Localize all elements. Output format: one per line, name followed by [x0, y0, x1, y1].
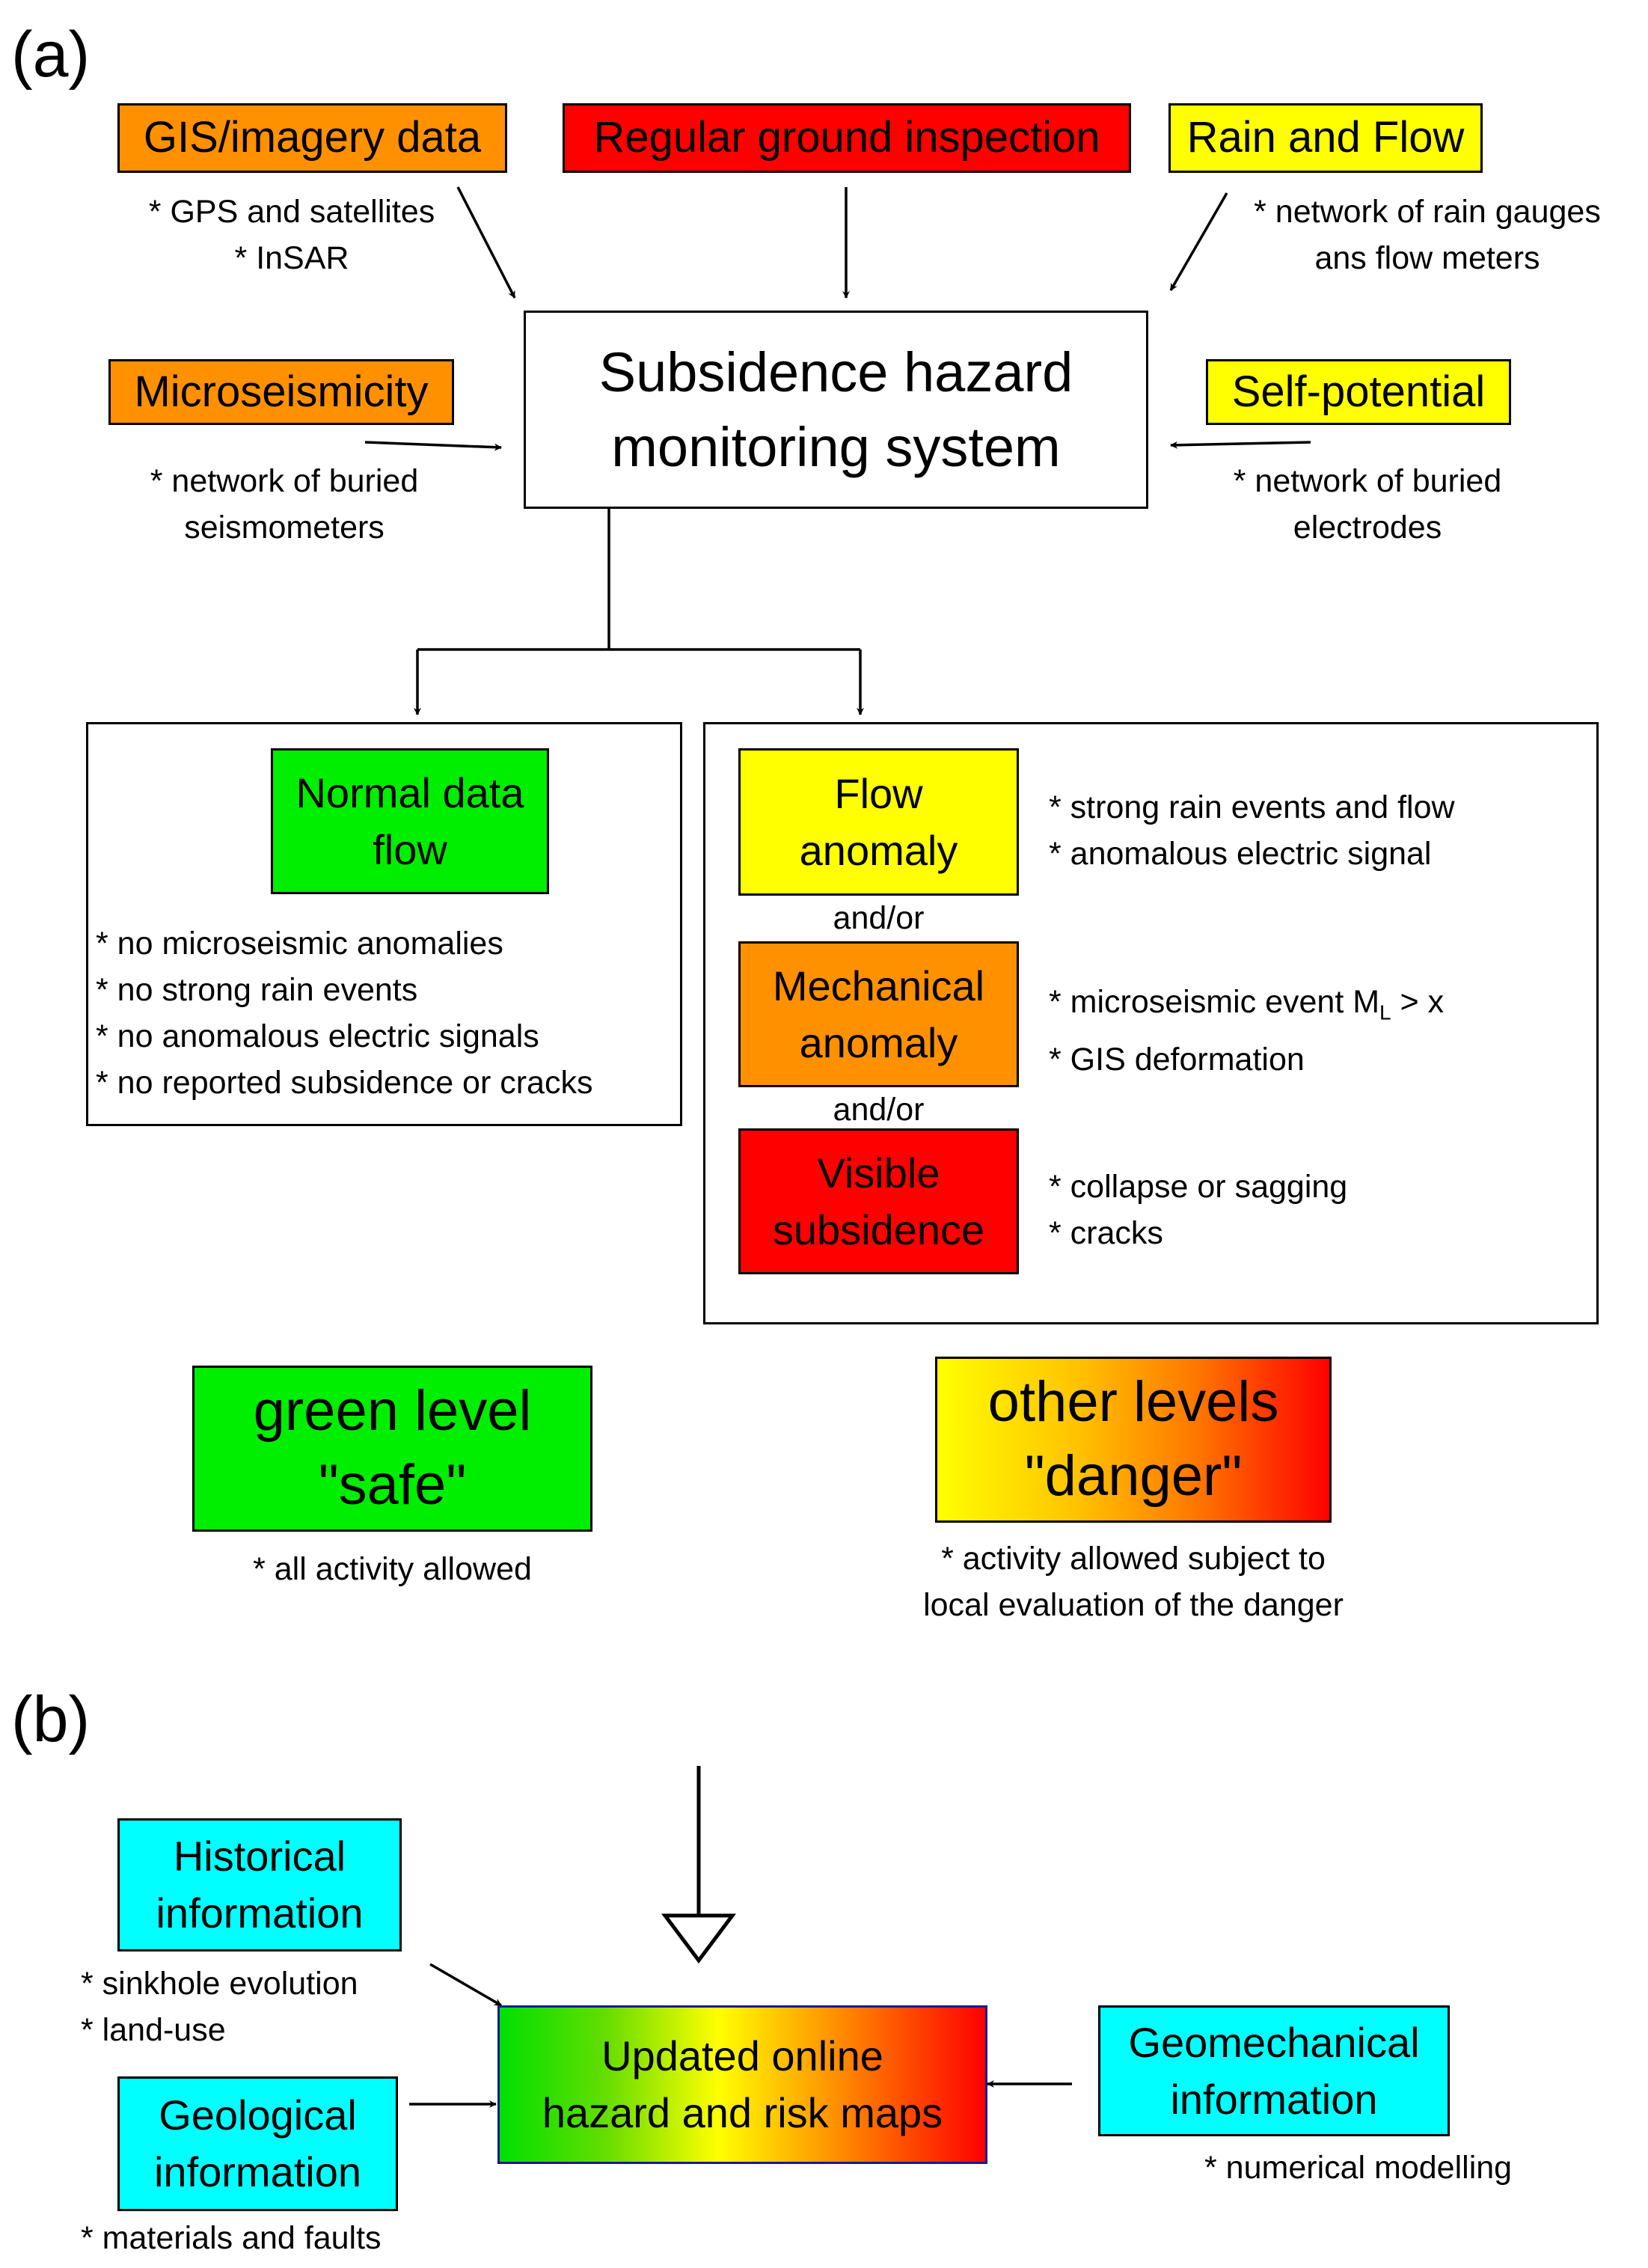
flow-anomaly-line-2: anomaly — [799, 826, 958, 874]
mechanical-anomaly-line-1: Mechanical — [772, 962, 985, 1009]
flow-anomaly-notes: * strong rain events and flow * anomalou… — [1049, 784, 1455, 877]
geological-info-line-2: information — [153, 2148, 362, 2195]
rain-flow-note-2: ans flow meters — [1314, 240, 1540, 276]
mechanical-note-prefix: * microseismic event M — [1049, 984, 1380, 1020]
and-or-connector-2: and/or — [833, 1092, 925, 1128]
gis-imagery-label: GIS/imagery data — [143, 113, 482, 162]
gis-imagery-box: GIS/imagery data — [117, 103, 507, 173]
geological-info-line-1: Geological — [159, 2091, 357, 2139]
geomechanical-info-notes: * numerical modelling — [1204, 2145, 1512, 2191]
gis-note-2: * InSAR — [234, 240, 349, 276]
self-potential-note-1: * network of buried — [1233, 463, 1502, 499]
arrow-micro-to-system — [364, 441, 502, 451]
visible-subsidence-line-1: Visible — [817, 1149, 940, 1196]
mechanical-anomaly-note-1: * microseismic event ML > x — [1049, 979, 1444, 1036]
mechanical-note-suffix: > x — [1391, 984, 1445, 1020]
visible-subsidence-line-2: subsidence — [772, 1205, 985, 1253]
green-level-note-1: * all activity allowed — [253, 1551, 532, 1587]
panel-label-b: (b) — [11, 1684, 91, 1755]
self-potential-note-2: electrodes — [1293, 510, 1442, 545]
normal-notes: * no microseismic anomalies * no strong … — [96, 920, 592, 1106]
visible-subsidence-note-1: * collapse or sagging — [1049, 1169, 1348, 1205]
historical-info-note-1: * sinkhole evolution — [81, 1966, 358, 2002]
historical-info-box: Historical information — [117, 1818, 402, 1951]
anomalies-panel — [703, 722, 1599, 1324]
mechanical-anomaly-box: Mechanical anomaly — [738, 941, 1019, 1087]
arrow-historical-to-maps — [429, 1963, 502, 2007]
hazard-risk-maps-box: Updated online hazard and risk maps — [497, 2005, 987, 2164]
green-level-line-1: green level — [253, 1379, 532, 1443]
ground-inspection-label: Regular ground inspection — [593, 113, 1100, 162]
other-levels-note-1: * activity allowed subject to — [941, 1541, 1326, 1577]
microseismicity-label: Microseismicity — [134, 367, 429, 416]
microseismicity-box: Microseismicity — [108, 359, 454, 425]
flow-anomaly-box: Flow anomaly — [738, 748, 1019, 896]
normal-data-flow-line-1: Normal data — [295, 768, 524, 816]
arrow-selfpot-to-system — [1170, 441, 1311, 449]
flow-anomaly-note-2: * anomalous electric signal — [1049, 836, 1432, 872]
self-potential-notes: * network of buried electrodes — [1195, 458, 1540, 551]
mechanical-anomaly-note-2: * GIS deformation — [1049, 1041, 1305, 1078]
geological-info-notes: * materials and faults — [81, 2215, 382, 2261]
other-levels-note-2: local evaluation of the danger — [923, 1587, 1344, 1623]
open-arrowhead — [661, 1913, 736, 1964]
geomechanical-info-box: Geomechanical information — [1098, 2005, 1450, 2136]
normal-note-2: * no strong rain events — [96, 972, 418, 1008]
historical-info-note-2: * land-use — [81, 2012, 226, 2048]
normal-data-flow-line-2: flow — [373, 825, 447, 873]
hazard-risk-maps-line-2: hazard and risk maps — [542, 2089, 943, 2136]
microseismicity-note-1: * network of buried — [150, 463, 419, 499]
mechanical-anomaly-notes: * microseismic event ML > x * GIS deform… — [1049, 979, 1444, 1083]
visible-subsidence-notes: * collapse or sagging * cracks — [1049, 1164, 1347, 1256]
arrow-gis-to-system — [456, 186, 516, 299]
other-levels-line-2: "danger" — [1024, 1444, 1243, 1508]
self-potential-label: Self-potential — [1231, 367, 1486, 416]
mechanical-anomaly-line-2: anomaly — [799, 1018, 958, 1066]
microseismicity-note-2: seismometers — [184, 510, 385, 545]
normal-data-flow-box: Normal data flow — [271, 748, 549, 894]
historical-info-line-1: Historical — [173, 1833, 346, 1880]
historical-info-notes: * sinkhole evolution * land-use — [81, 1960, 358, 2053]
other-levels-notes: * activity allowed subject to local eval… — [860, 1535, 1406, 1628]
normal-panel — [86, 722, 682, 1126]
geological-info-box: Geological information — [117, 2076, 398, 2211]
other-levels-line-1: other levels — [987, 1370, 1279, 1434]
gis-note-1: * GPS and satellites — [148, 194, 435, 230]
rain-flow-box: Rain and Flow — [1168, 103, 1483, 173]
panel-label-a: (a) — [11, 19, 91, 91]
historical-info-line-2: information — [156, 1889, 364, 1937]
geomechanical-info-note-1: * numerical modelling — [1204, 2150, 1513, 2186]
monitoring-system-line-2: monitoring system — [611, 415, 1061, 478]
green-level-box: green level "safe" — [192, 1366, 592, 1532]
magnitude-subscript: L — [1379, 1000, 1391, 1024]
rain-flow-notes: * network of rain gauges ans flow meters — [1218, 189, 1637, 281]
gis-notes: * GPS and satellites * InSAR — [97, 189, 486, 281]
geological-info-note-1: * materials and faults — [81, 2220, 382, 2256]
green-level-line-2: "safe" — [318, 1453, 467, 1517]
normal-note-3: * no anomalous electric signals — [96, 1018, 539, 1054]
monitoring-system-box: Subsidence hazard monitoring system — [524, 311, 1148, 509]
rain-flow-label: Rain and Flow — [1186, 113, 1465, 162]
hazard-risk-maps-line-1: Updated online — [601, 2032, 883, 2080]
flow-anomaly-line-1: Flow — [834, 769, 923, 817]
visible-subsidence-note-2: * cracks — [1049, 1215, 1163, 1251]
monitoring-system-line-1: Subsidence hazard — [598, 340, 1073, 403]
visible-subsidence-box: Visible subsidence — [738, 1128, 1019, 1274]
other-levels-box: other levels "danger" — [935, 1357, 1332, 1523]
and-or-connector-1: and/or — [833, 900, 925, 936]
arrow-rain-to-system — [1169, 192, 1228, 291]
flow-anomaly-note-1: * strong rain events and flow — [1049, 789, 1455, 825]
self-potential-box: Self-potential — [1206, 359, 1511, 425]
normal-note-4: * no reported subsidence or cracks — [96, 1065, 593, 1101]
ground-inspection-box: Regular ground inspection — [563, 103, 1131, 173]
rain-flow-note-1: * network of rain gauges — [1254, 194, 1601, 230]
normal-note-1: * no microseismic anomalies — [96, 926, 503, 962]
geomechanical-info-line-1: Geomechanical — [1128, 2018, 1420, 2066]
green-level-notes: * all activity allowed — [192, 1546, 592, 1592]
geomechanical-info-line-2: information — [1170, 2075, 1378, 2123]
microseismicity-notes: * network of buried seismometers — [105, 458, 464, 551]
